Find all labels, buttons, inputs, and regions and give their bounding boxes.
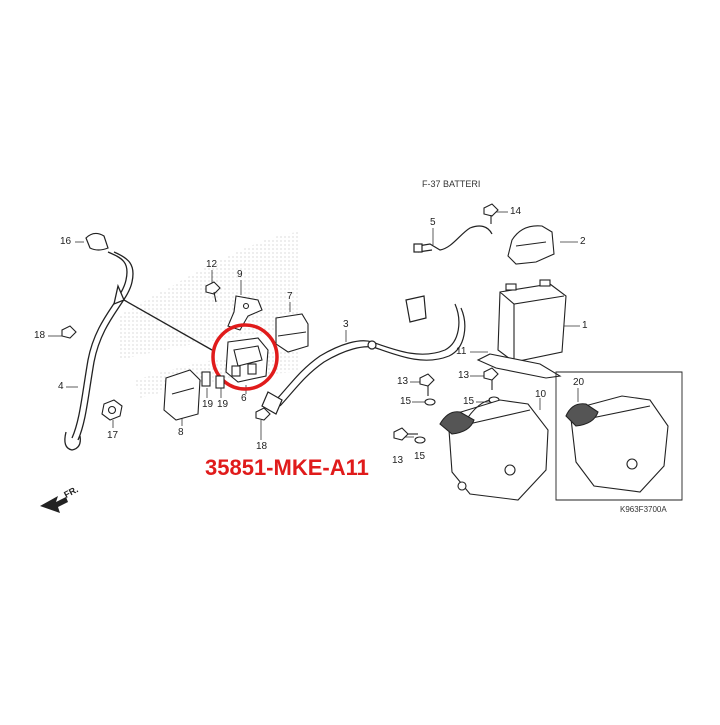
- callout-7: 7: [287, 291, 293, 302]
- callout-3: 3: [343, 319, 349, 330]
- cable-part-3: [261, 295, 466, 415]
- front-arrow-icon: [40, 496, 68, 513]
- callout-15-b: 15: [463, 396, 475, 407]
- bolt-part-12: [205, 281, 221, 303]
- callout-20: 20: [573, 377, 585, 388]
- leader-lines: [48, 211, 580, 440]
- callout-17: 17: [107, 430, 119, 441]
- callout-13-c: 13: [392, 455, 404, 466]
- wire-harness-part-4: [64, 251, 213, 451]
- callout-1: 1: [582, 320, 588, 331]
- clamp-part-16: [85, 232, 109, 251]
- callout-2: 2: [580, 236, 586, 247]
- bolt-part-18-left: [61, 325, 77, 339]
- callout-19-a: 19: [202, 399, 214, 410]
- battery-part-1: [497, 279, 567, 363]
- inset-box: [555, 371, 683, 501]
- callout-18-left: 18: [34, 330, 46, 341]
- section-title: F-37 BATTERI: [422, 179, 481, 189]
- washers-part-15: [414, 396, 500, 444]
- callout-15-c: 15: [414, 451, 426, 462]
- battery-box-part-10: [439, 399, 549, 501]
- starter-relay-part-6: [225, 337, 269, 383]
- connector-part-7: [275, 313, 309, 353]
- bolts-part-13: [393, 367, 499, 441]
- terminal-cover-part-2: [507, 225, 555, 265]
- callout-10: 10: [535, 389, 547, 400]
- callout-13-b: 13: [458, 370, 470, 381]
- battery-box-part-20: [565, 395, 669, 493]
- battery-cable-part-5: [413, 225, 493, 253]
- diagram-code: K963F3700A: [620, 505, 667, 514]
- callout-19-b: 19: [217, 399, 229, 410]
- nut-part-17: [101, 399, 123, 421]
- bolt-part-18-right: [255, 407, 271, 421]
- callout-9: 9: [237, 269, 243, 280]
- callout-4: 4: [58, 381, 64, 392]
- callout-11: 11: [456, 346, 467, 357]
- callout-18-right: 18: [256, 441, 268, 452]
- fuse-part-19: [201, 371, 225, 389]
- bracket-part-9: [227, 295, 263, 331]
- callout-12: 12: [206, 259, 218, 270]
- callout-13-a: 13: [397, 376, 409, 387]
- callout-6: 6: [241, 393, 247, 404]
- highlight-circle: [211, 323, 279, 391]
- bolt-part-14: [483, 203, 499, 224]
- callout-5: 5: [430, 217, 436, 228]
- holder-part-8: [163, 369, 201, 421]
- battery-pad-part-11: [476, 353, 562, 379]
- callout-16: 16: [60, 236, 72, 247]
- highlight-part-number: 35851-MKE-A11: [205, 455, 369, 480]
- callout-14: 14: [510, 206, 522, 217]
- callout-15-a: 15: [400, 396, 412, 407]
- callout-8: 8: [178, 427, 184, 438]
